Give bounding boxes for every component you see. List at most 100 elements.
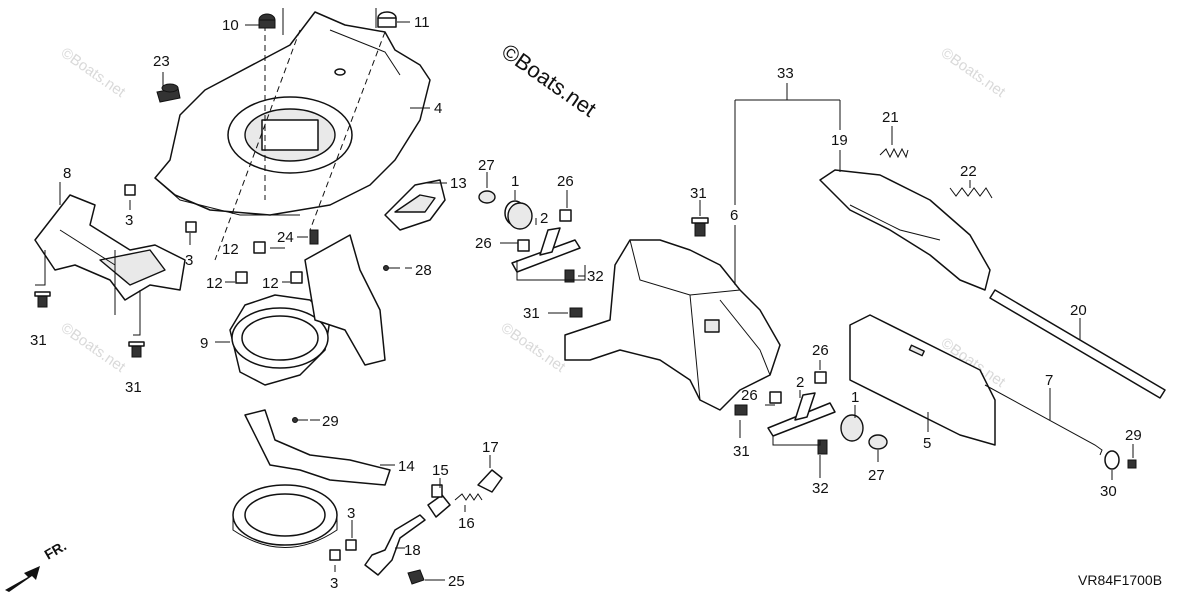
ring-housing-part-9[interactable] — [229, 234, 386, 386]
callout-31[interactable]: 31 — [30, 332, 47, 349]
callout-17[interactable]: 17 — [482, 439, 499, 456]
callout-8[interactable]: 8 — [63, 165, 71, 182]
nut-part-12[interactable] — [253, 241, 266, 254]
callout-6[interactable]: 6 — [730, 207, 738, 224]
callout-1[interactable]: 1 — [511, 173, 519, 190]
deflector-part-14[interactable] — [232, 409, 391, 548]
callout-15[interactable]: 15 — [432, 462, 449, 479]
callout-11[interactable]: 11 — [414, 14, 430, 31]
screw-part-28[interactable] — [383, 265, 401, 271]
callout-27[interactable]: 27 — [868, 467, 885, 484]
nut-part-3[interactable] — [124, 184, 136, 196]
callout-18[interactable]: 18 — [404, 542, 421, 559]
screw-part-29[interactable] — [292, 417, 309, 423]
callout-9[interactable]: 9 — [200, 335, 208, 352]
callout-12[interactable]: 12 — [262, 275, 279, 292]
callout-32[interactable]: 32 — [587, 268, 604, 285]
callout-26[interactable]: 26 — [812, 342, 829, 359]
panel-part-5[interactable] — [849, 314, 996, 446]
bolt-part-15[interactable] — [427, 484, 451, 518]
callout-12[interactable]: 12 — [206, 275, 223, 292]
callout-24[interactable]: 24 — [277, 229, 294, 246]
cap-part-10[interactable] — [258, 13, 276, 29]
callout-31[interactable]: 31 — [733, 443, 750, 460]
callout-3[interactable]: 3 — [347, 505, 355, 522]
bolt-part-31[interactable] — [34, 291, 51, 308]
callout-28[interactable]: 28 — [415, 262, 432, 279]
callout-27[interactable]: 27 — [478, 157, 495, 174]
callout-31[interactable]: 31 — [690, 185, 707, 202]
callout-16[interactable]: 16 — [458, 515, 475, 532]
nut-part-26[interactable] — [769, 391, 782, 404]
screw-part-29[interactable] — [1127, 459, 1137, 469]
cover-part-19[interactable] — [819, 169, 991, 291]
nut-part-12[interactable] — [235, 271, 248, 284]
callout-26[interactable]: 26 — [557, 173, 574, 190]
spring-part-16[interactable] — [454, 493, 483, 501]
callout-7[interactable]: 7 — [1045, 372, 1053, 389]
spring-part-22[interactable] — [949, 187, 993, 199]
bolt-part-25[interactable] — [407, 569, 425, 585]
callout-23[interactable]: 23 — [153, 53, 170, 70]
rod-part-7[interactable] — [984, 384, 1103, 456]
callout-14[interactable]: 14 — [398, 458, 415, 475]
bolt-part-31[interactable] — [691, 217, 709, 237]
callout-32[interactable]: 32 — [812, 480, 829, 497]
callout-26[interactable]: 26 — [475, 235, 492, 252]
callout-3[interactable]: 3 — [185, 252, 193, 269]
bolt-part-32[interactable] — [564, 269, 575, 283]
lever-part-18[interactable] — [364, 514, 426, 576]
knob-part-23[interactable] — [156, 83, 181, 103]
nut-part-12[interactable] — [290, 271, 303, 284]
nut-part-3[interactable] — [185, 221, 197, 233]
nut-part-26[interactable] — [517, 239, 530, 252]
washer-part-30[interactable] — [1104, 450, 1120, 470]
callout-31[interactable]: 31 — [523, 305, 540, 322]
bushing-part-1[interactable] — [504, 200, 533, 230]
mower-deck-part-4[interactable] — [154, 11, 431, 216]
callout-12[interactable]: 12 — [222, 241, 239, 258]
callout-30[interactable]: 30 — [1100, 483, 1117, 500]
bracket-part-2[interactable] — [767, 392, 836, 437]
callout-5[interactable]: 5 — [923, 435, 931, 452]
callout-21[interactable]: 21 — [882, 109, 899, 126]
nut-part-27[interactable] — [478, 190, 496, 204]
callout-33[interactable]: 33 — [777, 65, 794, 82]
side-duct-part-8[interactable] — [34, 194, 186, 301]
nut-part-26[interactable] — [559, 209, 572, 222]
bolt-part-32[interactable] — [817, 439, 828, 455]
callout-25[interactable]: 25 — [448, 573, 465, 590]
bushing-part-1[interactable] — [840, 414, 864, 442]
nut-part-27[interactable] — [868, 434, 888, 450]
bolt-part-31[interactable] — [734, 404, 748, 416]
bolt-part-24[interactable] — [309, 229, 319, 245]
callout-26[interactable]: 26 — [741, 387, 758, 404]
callout-10[interactable]: 10 — [222, 17, 239, 34]
callout-29[interactable]: 29 — [1125, 427, 1142, 444]
callout-31[interactable]: 31 — [125, 379, 142, 396]
callout-3[interactable]: 3 — [125, 212, 133, 229]
callout-3[interactable]: 3 — [330, 575, 338, 592]
callout-22[interactable]: 22 — [960, 163, 977, 180]
cap-part-11[interactable] — [377, 11, 397, 28]
nut-part-3[interactable] — [345, 539, 357, 551]
spring-part-21[interactable] — [879, 147, 909, 159]
callout-19[interactable]: 19 — [831, 132, 848, 149]
callout-29[interactable]: 29 — [322, 413, 339, 430]
callout-20[interactable]: 20 — [1070, 302, 1087, 319]
bolt-part-31[interactable] — [128, 341, 145, 358]
callout-13[interactable]: 13 — [450, 175, 467, 192]
cap-part-17[interactable] — [477, 469, 503, 493]
nut-part-26[interactable] — [814, 371, 827, 384]
nut-part-3[interactable] — [329, 549, 341, 561]
bracket-part-2[interactable] — [511, 227, 581, 273]
callout-2[interactable]: 2 — [796, 374, 804, 391]
guide-part-13[interactable] — [384, 179, 446, 231]
callout-4[interactable]: 4 — [434, 100, 442, 117]
bolt-part-31[interactable] — [569, 307, 583, 318]
rod-part-20[interactable] — [989, 289, 1166, 399]
callout-1[interactable]: 1 — [851, 389, 859, 406]
callout-2[interactable]: 2 — [540, 210, 548, 227]
rear-frame-part-6[interactable] — [564, 239, 781, 411]
